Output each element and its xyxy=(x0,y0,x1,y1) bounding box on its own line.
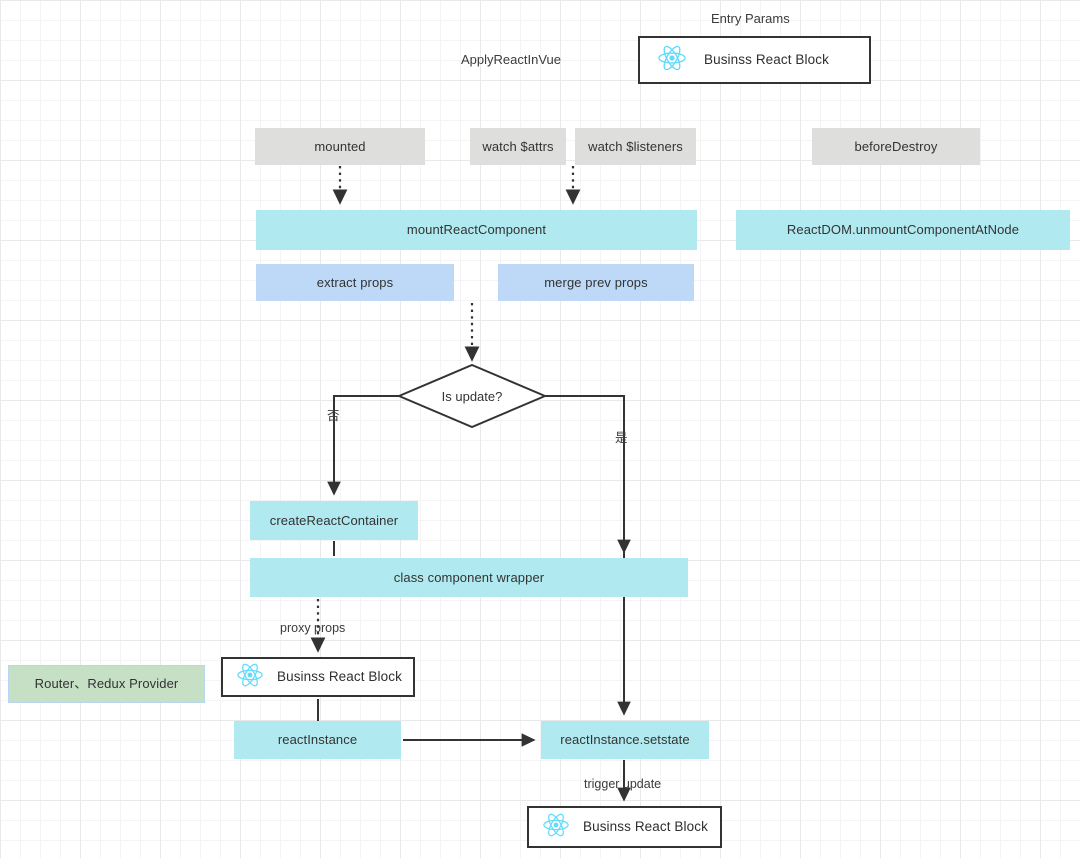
edge-decision-yes xyxy=(545,395,631,716)
node-react-dom-unmount[interactable]: ReactDOM.unmountComponentAtNode xyxy=(736,210,1070,250)
node-label: Is update? xyxy=(441,388,503,404)
react-logo-icon xyxy=(237,663,263,691)
node-label: ReactDOM.unmountComponentAtNode xyxy=(786,222,1020,238)
node-label: extract props xyxy=(316,274,394,290)
node-label: watch $listeners xyxy=(588,138,683,154)
node-extract-props[interactable]: extract props xyxy=(256,264,454,301)
node-label: Businss React Block xyxy=(704,51,829,67)
apply-react-in-vue-label: ApplyReactInVue xyxy=(461,52,561,67)
node-label: beforeDestroy xyxy=(854,138,938,154)
node-label: reactInstance.setstate xyxy=(560,732,690,748)
node-class-component-wrapper[interactable]: class component wrapper xyxy=(250,558,688,597)
node-create-react-container[interactable]: createReactContainer xyxy=(250,501,418,540)
edge-label-trigger-update: trigger update xyxy=(584,777,662,791)
node-is-update-decision[interactable]: Is update? xyxy=(398,364,546,428)
node-label: Businss React Block xyxy=(277,668,402,684)
edge-label-proxy-props: proxy props xyxy=(280,621,346,635)
node-business-react-block-mid[interactable]: Businss React Block xyxy=(221,657,415,697)
node-router-redux-provider[interactable]: Router、Redux Provider xyxy=(8,665,205,703)
node-label: createReactContainer xyxy=(269,512,399,528)
edge-decision-no xyxy=(327,395,399,496)
node-watch-attrs[interactable]: watch $attrs xyxy=(470,128,566,165)
entry-params-label: Entry Params xyxy=(711,11,790,26)
edge-label-yes: 是 xyxy=(615,431,628,445)
node-label: watch $attrs xyxy=(482,138,554,154)
node-mounted[interactable]: mounted xyxy=(255,128,425,165)
node-merge-prev-props[interactable]: merge prev props xyxy=(498,264,694,301)
node-watch-listeners[interactable]: watch $listeners xyxy=(575,128,696,165)
node-mount-react-component[interactable]: mountReactComponent xyxy=(256,210,697,250)
node-label: mountReactComponent xyxy=(406,222,547,238)
node-business-react-block-bottom[interactable]: Businss React Block xyxy=(527,806,722,848)
react-logo-icon xyxy=(658,45,686,75)
node-before-destroy[interactable]: beforeDestroy xyxy=(812,128,980,165)
react-logo-icon xyxy=(543,813,569,841)
node-label: class component wrapper xyxy=(393,569,545,585)
node-label: merge prev props xyxy=(544,274,648,290)
edge-label-no: 否 xyxy=(327,409,340,423)
node-label: Businss React Block xyxy=(583,818,708,834)
node-react-instance[interactable]: reactInstance xyxy=(234,721,401,759)
node-label: reactInstance xyxy=(277,732,358,748)
node-label: mounted xyxy=(314,138,366,154)
node-entry-business-react-block[interactable]: Businss React Block xyxy=(638,36,871,84)
node-label: Router、Redux Provider xyxy=(34,676,179,692)
node-react-instance-setstate[interactable]: reactInstance.setstate xyxy=(541,721,709,759)
